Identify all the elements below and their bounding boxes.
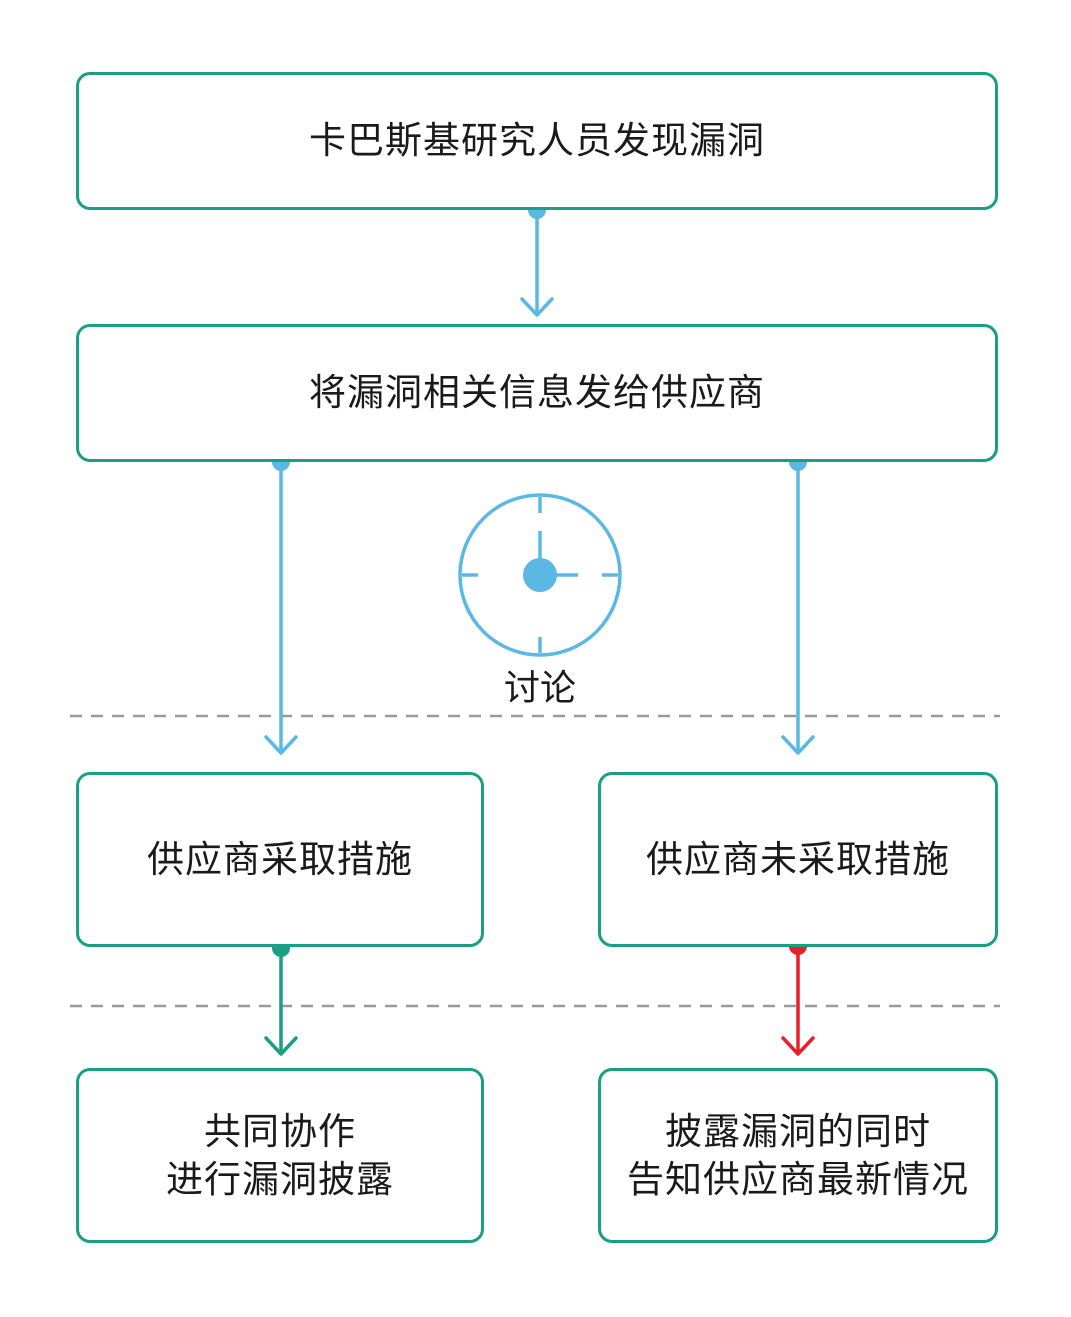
step-vendor-acted-label: 供应商采取措施 — [147, 837, 413, 881]
step-disclose-line1: 披露漏洞的同时 — [665, 1109, 931, 1153]
step-send-label: 将漏洞相关信息发给供应商 — [309, 371, 765, 414]
arrow-send-to-not-acted — [781, 453, 815, 755]
step-disclose-and-notify: 披露漏洞的同时 告知供应商最新情况 — [598, 1068, 998, 1243]
arrow-discover-to-send — [520, 201, 554, 317]
step-vendor-acted: 供应商采取措施 — [76, 772, 484, 947]
clock-icon — [458, 493, 622, 657]
step-discover-vulnerability: 卡巴斯基研究人员发现漏洞 — [76, 72, 998, 210]
step-send-to-vendor: 将漏洞相关信息发给供应商 — [76, 324, 998, 462]
step-disclose-line2: 告知供应商最新情况 — [627, 1157, 969, 1201]
step-coop-line1: 共同协作 — [204, 1109, 356, 1153]
step-discover-label: 卡巴斯基研究人员发现漏洞 — [309, 119, 765, 162]
step-vendor-not-acted-label: 供应商未采取措施 — [646, 837, 950, 881]
arrow-send-to-acted — [264, 453, 298, 755]
arrow-acted-to-cooperate — [264, 939, 298, 1056]
arrow-not-acted-to-disclose — [781, 937, 815, 1056]
step-vendor-not-acted: 供应商未采取措施 — [598, 772, 998, 947]
step-cooperative-disclosure: 共同协作 进行漏洞披露 — [76, 1068, 484, 1243]
step-coop-line2: 进行漏洞披露 — [166, 1157, 394, 1201]
discussion-label: 讨论 — [503, 668, 576, 709]
